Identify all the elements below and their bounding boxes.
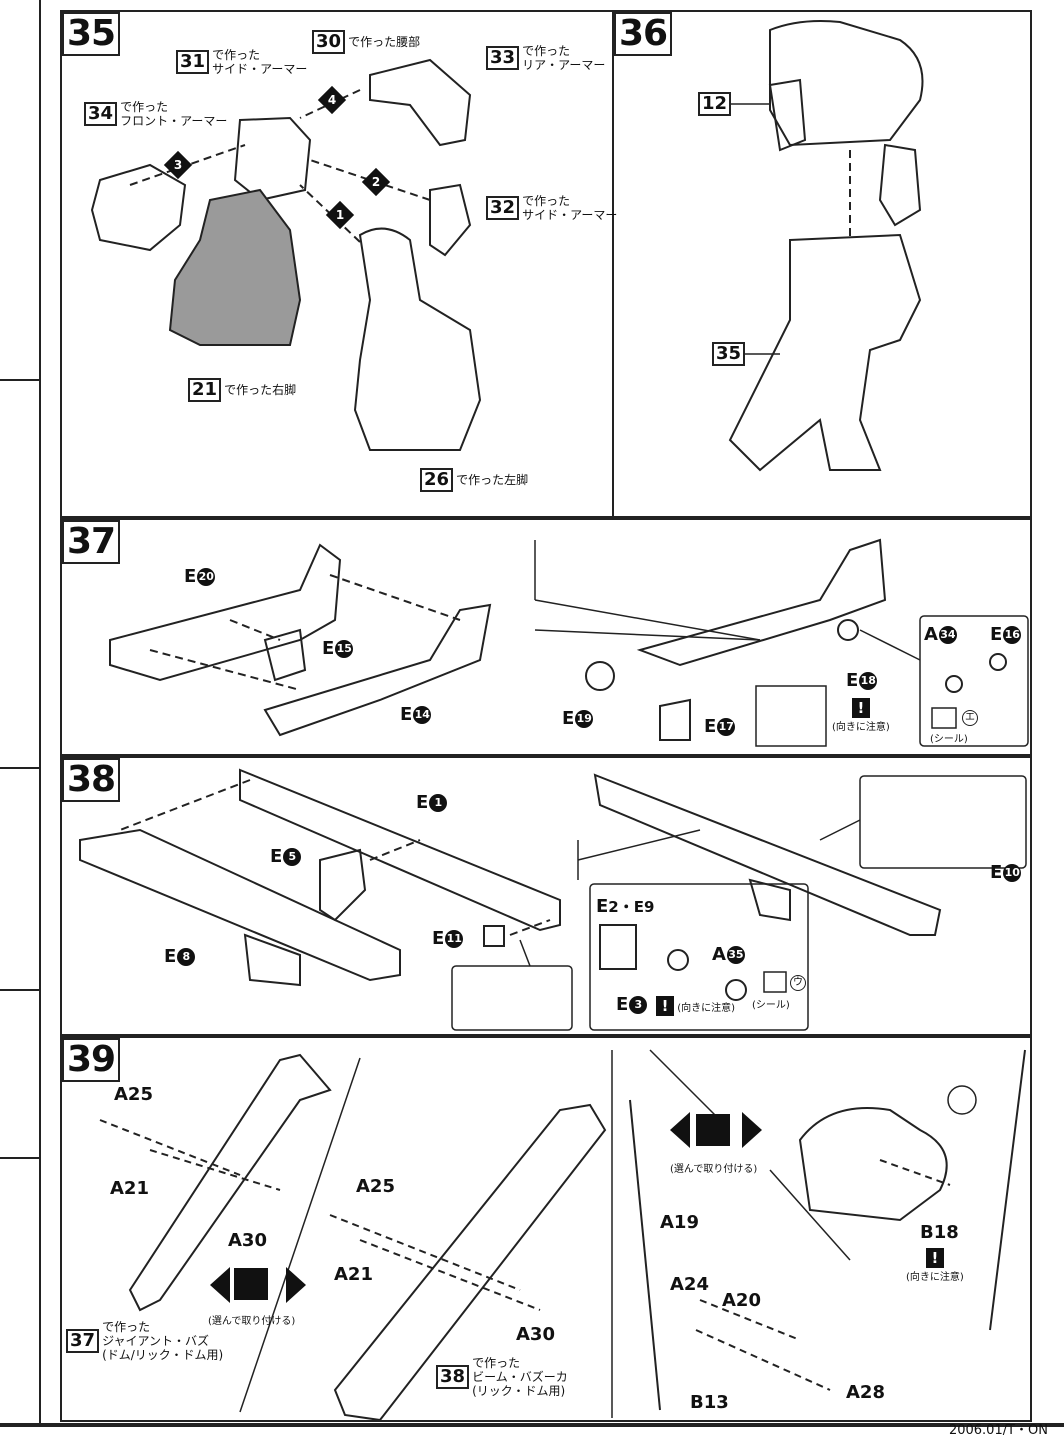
warning-icon: ! bbox=[851, 698, 870, 718]
part-a30-lower: A30 bbox=[516, 1324, 555, 1345]
part-a30-upper: A30 bbox=[228, 1230, 267, 1251]
ref-text: で作った左脚 bbox=[456, 473, 529, 487]
ref-number: 33 bbox=[486, 46, 520, 70]
footer-code: 2006.01/T・ON bbox=[948, 1423, 1048, 1438]
part-a28: A28 bbox=[846, 1382, 885, 1403]
ref-number: 34 bbox=[84, 102, 118, 126]
ref-number: 32 bbox=[486, 196, 520, 220]
ref-number: 35 bbox=[712, 342, 746, 366]
part-a21-upper: A21 bbox=[110, 1178, 149, 1199]
part-e2-e9: E2・E9 bbox=[596, 896, 655, 917]
step-number-39: 39 bbox=[62, 1038, 121, 1082]
ref-text: で作った リア・アーマー bbox=[522, 44, 606, 72]
part-a20: A20 bbox=[722, 1290, 761, 1311]
caution-orientation-37: ! (向きに注意) bbox=[832, 698, 890, 733]
part-a19: A19 bbox=[660, 1212, 699, 1233]
ref-number: 30 bbox=[312, 30, 346, 54]
ref-number: 38 bbox=[436, 1365, 470, 1389]
ref-38-beam-bazooka: 38で作った ビーム・バズーカ (リック・ドム用) bbox=[436, 1356, 568, 1398]
part-b18: B18 bbox=[920, 1222, 959, 1243]
step-number-37: 37 bbox=[62, 520, 121, 564]
ref-12-upper-body: 12 bbox=[698, 92, 734, 116]
ref-text: で作った腰部 bbox=[348, 35, 421, 49]
warning-icon: ! bbox=[925, 1248, 944, 1268]
ref-text: で作った サイド・アーマー bbox=[522, 194, 618, 222]
warning-icon: ! bbox=[656, 996, 674, 1016]
ref-number: 37 bbox=[66, 1329, 100, 1353]
choose-attach-note-left: (選んで取り付ける) bbox=[208, 1316, 296, 1327]
step-38-panel bbox=[60, 756, 1032, 1036]
choose-attach-note-right: (選んで取り付ける) bbox=[670, 1164, 758, 1175]
seal-note-38: (シール) bbox=[752, 1000, 790, 1011]
step-number-35: 35 bbox=[62, 12, 121, 56]
ref-text: で作った右脚 bbox=[224, 383, 297, 397]
ref-number: 31 bbox=[176, 50, 210, 74]
part-a21-lower: A21 bbox=[334, 1264, 373, 1285]
ref-35-lower-body: 35 bbox=[712, 342, 748, 366]
seal-note-37: (シール) エ bbox=[930, 734, 968, 745]
part-b13: B13 bbox=[690, 1392, 729, 1413]
step-number-36: 36 bbox=[614, 12, 673, 56]
ref-text: で作った サイド・アーマー bbox=[212, 48, 308, 76]
caution-orientation-38: ! (向きに注意) bbox=[656, 996, 735, 1016]
part-a25-upper: A25 bbox=[114, 1084, 153, 1105]
ref-text: で作った ジャイアント・バズ (ドム/リック・ドム用) bbox=[102, 1320, 224, 1362]
part-a25-lower: A25 bbox=[356, 1176, 395, 1197]
ref-number: 12 bbox=[698, 92, 732, 116]
ref-number: 21 bbox=[188, 378, 222, 402]
seal-mark-38: ウ bbox=[790, 975, 806, 991]
ref-37-giant-bazooka: 37で作った ジャイアント・バズ (ドム/リック・ドム用) bbox=[66, 1320, 223, 1362]
step-37-panel bbox=[60, 518, 1032, 756]
ref-text: で作った フロント・アーマー bbox=[120, 100, 228, 128]
step-number-38: 38 bbox=[62, 758, 121, 802]
ref-number: 26 bbox=[420, 468, 454, 492]
ref-text: で作った ビーム・バズーカ (リック・ドム用) bbox=[472, 1356, 568, 1398]
part-a24: A24 bbox=[670, 1274, 709, 1295]
step-39-panel bbox=[60, 1036, 1032, 1422]
caution-orientation-39: ! (向きに注意) bbox=[906, 1248, 964, 1283]
seal-mark-37: エ bbox=[962, 710, 978, 726]
